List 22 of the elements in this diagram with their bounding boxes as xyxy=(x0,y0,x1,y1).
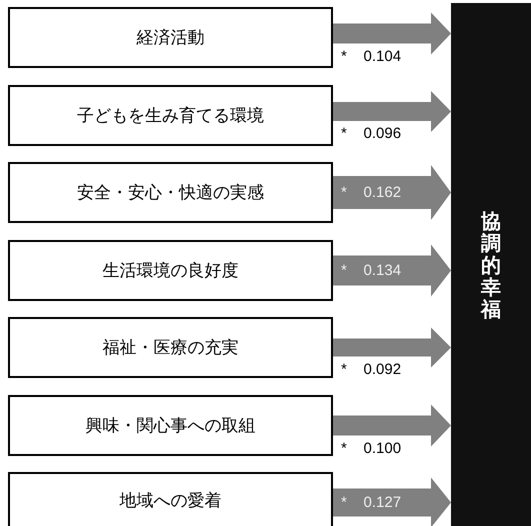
edge-label: * 0.127 xyxy=(341,494,402,510)
factor-box: 生活環境の良好度 xyxy=(8,240,333,300)
factor-box: 福祉・医療の充実 xyxy=(8,317,333,378)
arrow xyxy=(333,328,451,368)
edge-label: * 0.096 xyxy=(341,125,402,142)
factor-box: 興味・関心事への取組 xyxy=(8,394,333,456)
edge-label: * 0.092 xyxy=(341,360,402,378)
factor-box: 経済活動 xyxy=(8,7,333,68)
outcome-bar: 協調的幸福 xyxy=(451,3,531,526)
arrow xyxy=(333,244,451,296)
arrow xyxy=(333,91,451,132)
edge-label: * 0.162 xyxy=(341,184,402,200)
edge-label: * 0.134 xyxy=(341,262,402,278)
arrow xyxy=(333,478,451,526)
arrow xyxy=(333,165,451,220)
arrow xyxy=(333,12,451,54)
factor-box: 子どもを生み育てる環境 xyxy=(8,84,333,146)
factor-box: 地域への愛着 xyxy=(8,472,333,526)
arrow xyxy=(333,404,451,446)
edge-label: * 0.100 xyxy=(341,440,402,456)
factor-box: 安全・安心・快適の実感 xyxy=(8,162,333,223)
edge-label: * 0.104 xyxy=(341,48,402,64)
